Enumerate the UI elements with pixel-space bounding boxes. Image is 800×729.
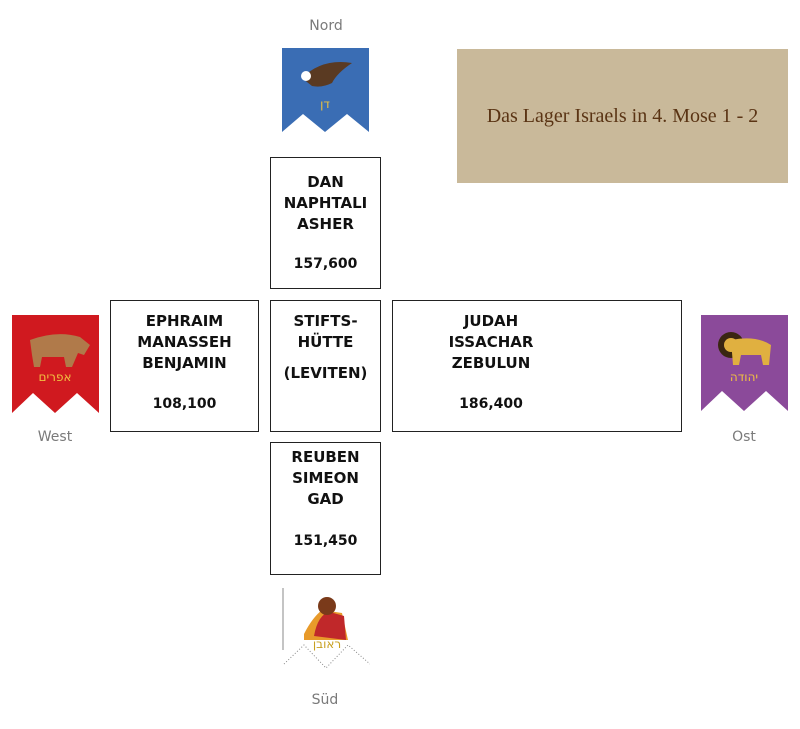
ephraim-banner-ox-icon: אפרים (12, 315, 99, 413)
tabernacle-label-1: STIFTS- (293, 312, 358, 330)
tribe-asher: ASHER (297, 215, 354, 233)
tribe-judah: JUDAH (463, 312, 519, 330)
direction-west: West (37, 429, 73, 445)
tribe-reuben: REUBEN (291, 448, 360, 466)
direction-east: Ost (732, 429, 756, 445)
tribe-dan: DAN (307, 173, 344, 191)
svg-text:אפרים: אפרים (39, 370, 72, 384)
reuben-banner-man-icon: ראובן (282, 588, 370, 669)
camp-north-box: DAN NAPHTALI ASHER 157,600 (270, 157, 381, 289)
svg-text:דן: דן (320, 97, 330, 111)
tribe-naphtali: NAPHTALI (283, 194, 368, 212)
tribe-simeon: SIMEON (292, 469, 359, 487)
tribe-issachar: ISSACHAR (448, 333, 534, 351)
tribe-gad: GAD (307, 490, 344, 508)
levites-label: (LEVITEN) (283, 364, 368, 382)
camp-south-box: REUBEN SIMEON GAD 151,450 (270, 442, 381, 575)
camp-south-total: 151,450 (293, 533, 358, 549)
tabernacle-box: STIFTS- HÜTTE (LEVITEN) (270, 300, 381, 432)
judah-banner-lion-icon: יהודה (701, 315, 788, 411)
svg-text:יהודה: יהודה (730, 370, 758, 384)
camp-west-box: EPHRAIM MANASSEH BENJAMIN 108,100 (110, 300, 259, 432)
camp-east-total: 186,400 (459, 396, 523, 412)
direction-north: Nord (309, 18, 343, 34)
camp-west-total: 108,100 (152, 396, 217, 412)
tribe-ephraim: EPHRAIM (145, 312, 224, 330)
direction-south: Süd (311, 692, 339, 708)
svg-text:ראובן: ראובן (313, 637, 341, 651)
camp-east-box: JUDAH ISSACHAR ZEBULUN 186,400 (392, 300, 682, 432)
tribe-benjamin: BENJAMIN (142, 354, 227, 372)
tabernacle-label-2: HÜTTE (297, 333, 354, 351)
tribe-zebulun: ZEBULUN (451, 354, 531, 372)
diagram-title: Das Lager Israels in 4. Mose 1 - 2 (457, 49, 788, 183)
dan-banner-eagle-icon: דן (282, 48, 369, 132)
camp-north-total: 157,600 (293, 256, 358, 272)
tribe-manasseh: MANASSEH (137, 333, 232, 351)
